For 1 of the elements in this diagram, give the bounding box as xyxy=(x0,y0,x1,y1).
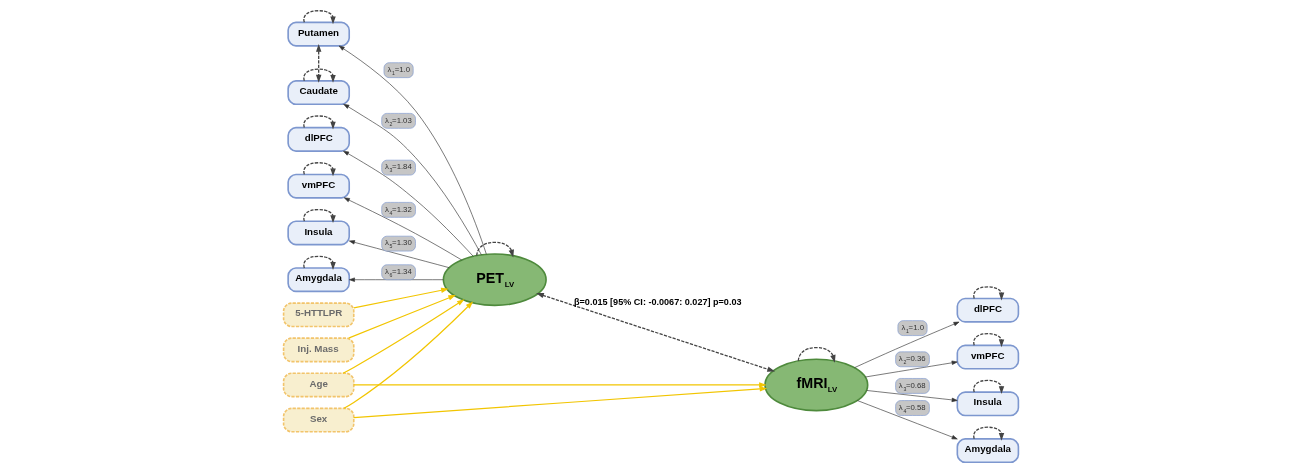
edge-label: β=0.015 [95% CI: -0.0067: 0.027] p=0.03 xyxy=(574,297,742,308)
